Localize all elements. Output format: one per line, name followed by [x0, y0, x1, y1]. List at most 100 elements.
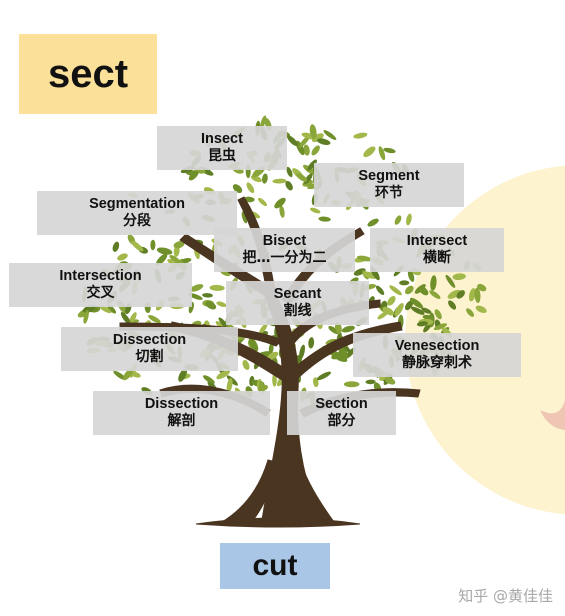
leaf	[286, 166, 293, 178]
leaf	[468, 288, 476, 302]
leaf	[296, 173, 308, 182]
term-english: Secant	[273, 285, 322, 302]
leaf	[117, 253, 128, 261]
term-venesection: Venesection 静脉穿刺术	[353, 333, 521, 377]
leaf	[456, 290, 465, 299]
leaf	[452, 273, 466, 281]
term-intersect: Intersect 横断	[370, 228, 504, 272]
leaf	[399, 280, 410, 286]
leaf	[260, 115, 267, 129]
leaf	[98, 305, 112, 314]
term-chinese: 部分	[327, 413, 356, 430]
watermark: 知乎 @黄佳佳	[458, 587, 553, 605]
leaf	[309, 207, 321, 214]
leaf	[334, 322, 342, 335]
term-chinese: 把…一分为二	[242, 250, 327, 267]
leaf	[445, 274, 456, 288]
leaf	[128, 312, 137, 325]
leaf	[316, 138, 331, 145]
term-section: Section 部分	[287, 391, 396, 435]
term-english: Dissection	[112, 331, 187, 348]
leaf	[384, 376, 396, 385]
term-chinese: 昆虫	[208, 148, 236, 165]
term-english: Bisect	[262, 232, 307, 249]
term-chinese: 横断	[423, 250, 451, 267]
leaf	[156, 247, 173, 255]
leaf	[433, 323, 448, 331]
leaf	[279, 205, 285, 218]
root-label: sect	[47, 51, 129, 96]
leaf	[155, 253, 168, 266]
leaf	[259, 323, 268, 335]
leaf	[411, 306, 425, 315]
leaf	[267, 351, 279, 360]
leaf	[406, 213, 412, 226]
leaf	[316, 371, 331, 381]
leaf	[257, 197, 268, 207]
leaf	[202, 293, 213, 298]
leaf	[188, 171, 199, 181]
term-bisect: Bisect 把…一分为二	[214, 228, 355, 272]
leaf	[298, 344, 306, 360]
leaf	[375, 285, 385, 296]
root-sect-box: sect	[19, 34, 157, 114]
leaf	[405, 285, 414, 295]
leaf	[362, 271, 377, 279]
term-english: Intersect	[406, 232, 468, 249]
term-segmentation: Segmentation 分段	[37, 191, 237, 235]
term-chinese: 交叉	[86, 285, 115, 302]
leaf	[377, 311, 389, 320]
leaf	[394, 215, 402, 225]
leaf	[356, 255, 372, 262]
leaf	[241, 211, 248, 224]
leaf	[242, 359, 250, 371]
term-chinese: 静脉穿刺术	[402, 355, 472, 372]
term-intersection: Intersection 交叉	[9, 263, 192, 307]
leaf	[272, 178, 287, 184]
leaf	[434, 309, 442, 320]
leaf	[308, 337, 315, 349]
leaf	[389, 285, 402, 296]
leaf	[169, 255, 180, 263]
leaf	[268, 343, 274, 354]
leaf	[311, 145, 320, 156]
base-cut-box: cut	[220, 543, 330, 589]
term-dissection-cut: Dissection 切割	[61, 327, 238, 371]
leaf	[122, 368, 134, 381]
leaf	[328, 326, 340, 335]
term-english: Segmentation	[89, 195, 185, 212]
leaf	[343, 381, 360, 388]
term-english: Dissection	[144, 395, 219, 412]
leaf	[474, 287, 481, 303]
leaf	[148, 315, 161, 324]
leaf	[218, 317, 228, 329]
leaf	[178, 368, 187, 382]
leaf	[285, 180, 293, 191]
leaf	[262, 173, 268, 184]
leaf	[447, 289, 461, 299]
term-secant: Secant 割线	[226, 281, 369, 325]
leaf	[383, 147, 396, 154]
leaf	[407, 270, 415, 282]
leaf	[387, 296, 396, 306]
term-chinese: 环节	[375, 185, 403, 202]
leaf	[205, 301, 217, 310]
leaf	[323, 130, 337, 140]
leaf	[477, 283, 487, 292]
leaf	[113, 370, 127, 380]
leaf	[341, 325, 355, 333]
leaf	[418, 286, 429, 296]
leaf	[112, 241, 120, 252]
base-label: cut	[252, 549, 298, 582]
leaf	[189, 284, 204, 292]
term-dissection-anatomy: Dissection 解剖	[93, 391, 270, 435]
leaf	[307, 159, 317, 171]
leaf	[466, 308, 475, 317]
leaf	[131, 240, 144, 252]
leaf	[430, 275, 437, 291]
leaf	[216, 301, 227, 307]
term-insect: Insect 昆虫	[157, 126, 287, 170]
leaf	[257, 384, 269, 392]
leaf	[173, 241, 185, 249]
term-english: Venesection	[394, 337, 480, 354]
